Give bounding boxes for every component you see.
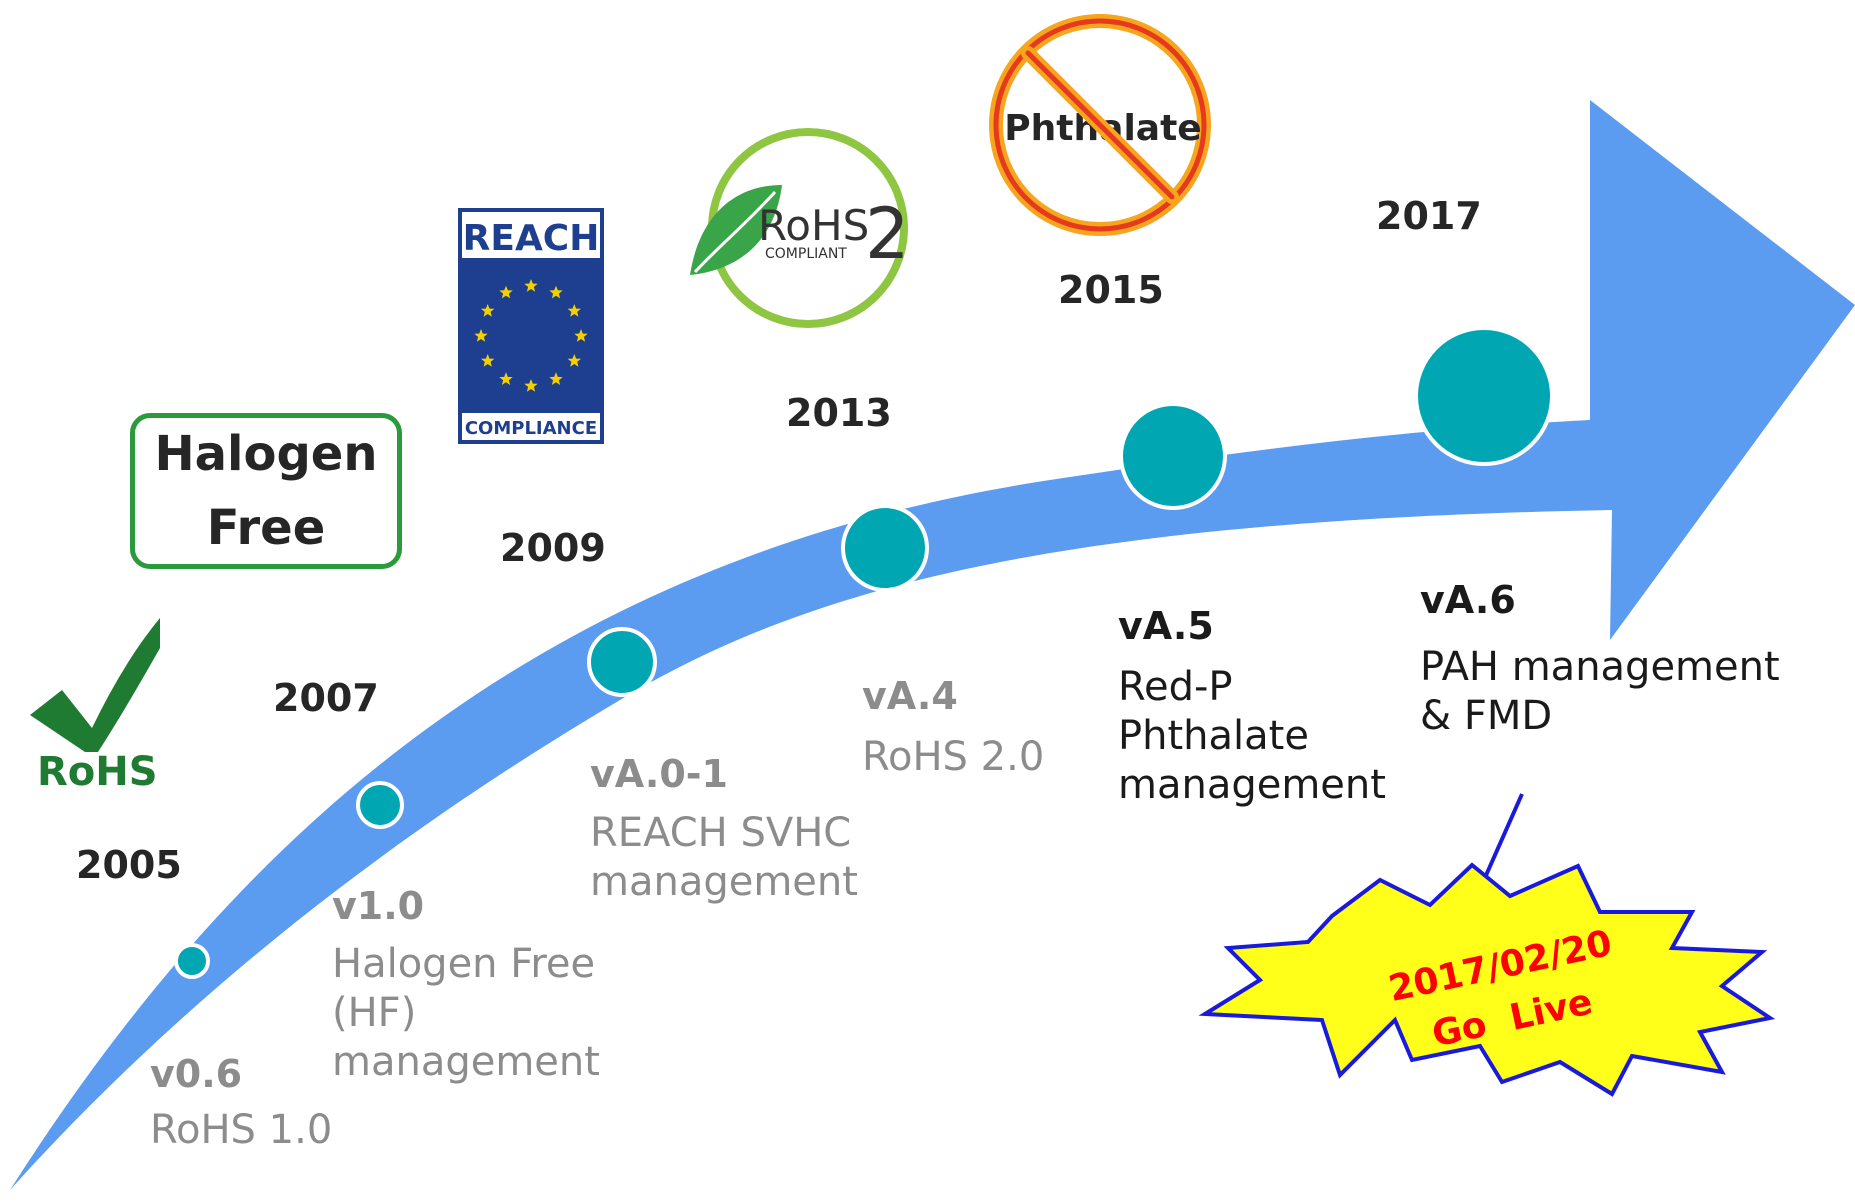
check-mark-icon bbox=[30, 618, 160, 752]
node-2005 bbox=[174, 943, 210, 979]
year-2015: 2015 bbox=[1058, 268, 1164, 312]
version-va-6: vA.6 bbox=[1420, 578, 1516, 622]
eu-star bbox=[524, 279, 538, 292]
rohs2-logo-main: RoHS bbox=[758, 201, 869, 250]
version-va-0-1: vA.0-1 bbox=[590, 752, 728, 796]
eu-star bbox=[574, 329, 588, 342]
description-va-6: PAH management & FMD bbox=[1420, 644, 1780, 739]
reach-logo: REACH COMPLIANCE bbox=[458, 208, 604, 444]
year-2017: 2017 bbox=[1376, 194, 1482, 238]
description-v0-6: RoHS 1.0 bbox=[150, 1107, 333, 1153]
node-2007 bbox=[356, 781, 404, 829]
eu-star bbox=[524, 379, 538, 392]
timeline-nodes bbox=[174, 326, 1554, 979]
node-2017 bbox=[1414, 326, 1554, 466]
rohs-logo: RoHS bbox=[30, 618, 160, 795]
eu-star bbox=[549, 285, 563, 299]
halogen-free-line1: Halogen bbox=[154, 426, 378, 482]
version-v0-6: v0.6 bbox=[150, 1052, 243, 1096]
description-va-0-1: REACH SVHC management bbox=[590, 810, 858, 905]
year-2007: 2007 bbox=[273, 676, 379, 720]
year-2013: 2013 bbox=[786, 391, 892, 435]
year-2005: 2005 bbox=[76, 843, 182, 887]
eu-star bbox=[481, 304, 495, 317]
reach-logo-title: REACH bbox=[463, 218, 600, 259]
node-2015 bbox=[1119, 402, 1227, 510]
burst-shape bbox=[1198, 862, 1776, 1097]
rohs2-logo-subtitle: COMPLIANT bbox=[765, 246, 847, 262]
eu-star bbox=[481, 354, 495, 367]
halogen-free-badge: Halogen Free bbox=[130, 413, 402, 569]
node-2013 bbox=[841, 504, 929, 592]
go-live-callout: 2017/02/20 Go Live bbox=[1198, 793, 1776, 1097]
eu-star bbox=[567, 304, 581, 317]
eu-star bbox=[474, 329, 488, 342]
eu-star bbox=[499, 372, 513, 385]
rohs-logo-text: RoHS bbox=[37, 749, 158, 795]
eu-star bbox=[499, 285, 513, 299]
node-2009 bbox=[587, 627, 657, 697]
rohs2-logo-number: 2 bbox=[865, 193, 910, 275]
description-va-4: RoHS 2.0 bbox=[862, 734, 1045, 780]
description-v1-0: Halogen Free (HF) management bbox=[332, 941, 600, 1085]
halogen-free-line2: Free bbox=[206, 500, 326, 556]
reach-logo-subtitle: COMPLIANCE bbox=[465, 418, 597, 439]
year-2009: 2009 bbox=[500, 526, 606, 570]
timeline-arrow bbox=[10, 100, 1855, 1190]
rohs2-logo: RoHS 2 COMPLIANT bbox=[690, 128, 910, 328]
eu-star bbox=[549, 372, 563, 385]
eu-star bbox=[567, 354, 581, 367]
phthalate-logo: Phthalate bbox=[989, 14, 1211, 236]
description-va-5: Red-P Phthalate management bbox=[1118, 664, 1386, 808]
version-va-4: vA.4 bbox=[862, 674, 958, 718]
version-va-5: vA.5 bbox=[1118, 604, 1214, 648]
eu-stars-icon bbox=[474, 279, 588, 392]
version-v1-0: v1.0 bbox=[332, 884, 425, 928]
